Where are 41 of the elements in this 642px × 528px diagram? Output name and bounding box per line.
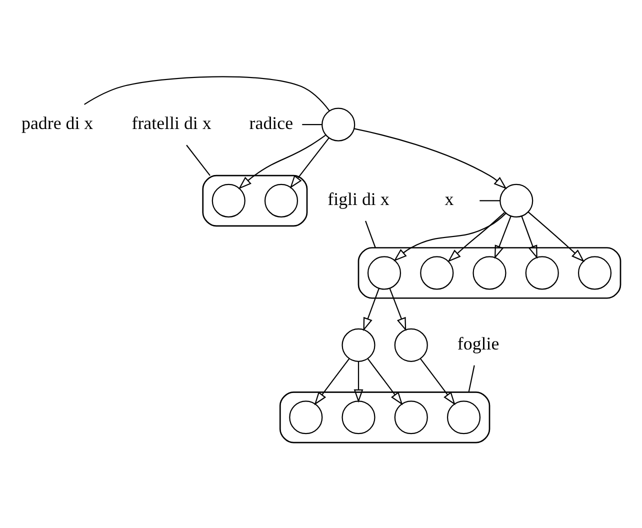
node-circle <box>322 108 356 142</box>
node-circle <box>420 256 454 290</box>
arrow <box>528 212 585 262</box>
node-text: foglie <box>457 333 500 354</box>
arrow <box>354 361 364 403</box>
arrow <box>290 138 330 188</box>
arrow <box>494 216 512 259</box>
node-circle <box>394 328 428 362</box>
node-circle <box>472 256 506 290</box>
node-text: figli di x <box>328 188 390 209</box>
connector <box>84 76 330 112</box>
arrow <box>238 134 326 190</box>
arrow <box>521 216 538 259</box>
connector <box>480 200 500 202</box>
arrow <box>448 212 505 262</box>
node-circle <box>578 256 612 290</box>
node-text: padre di x <box>22 112 94 133</box>
connector <box>302 124 322 126</box>
node-circle <box>446 400 481 434</box>
arrow <box>354 128 507 190</box>
node-circle <box>342 328 376 362</box>
node-circle <box>394 400 428 434</box>
node-circle <box>212 184 246 218</box>
node-circle <box>342 400 376 434</box>
connector <box>365 220 376 248</box>
arrow <box>394 213 506 262</box>
arrow <box>363 288 380 332</box>
node-circle <box>289 400 323 434</box>
arrow <box>314 358 350 406</box>
node-circle <box>500 184 534 218</box>
node-text: radice <box>249 112 294 133</box>
arrow <box>367 358 403 406</box>
connector <box>186 144 210 176</box>
node-circle <box>367 256 402 290</box>
arrow <box>389 288 406 332</box>
node-text: x <box>444 188 454 209</box>
arrow <box>420 358 456 406</box>
node-circle <box>264 184 298 218</box>
node-circle <box>525 256 559 290</box>
connector <box>468 365 475 392</box>
node-text: fratelli di x <box>132 112 212 133</box>
